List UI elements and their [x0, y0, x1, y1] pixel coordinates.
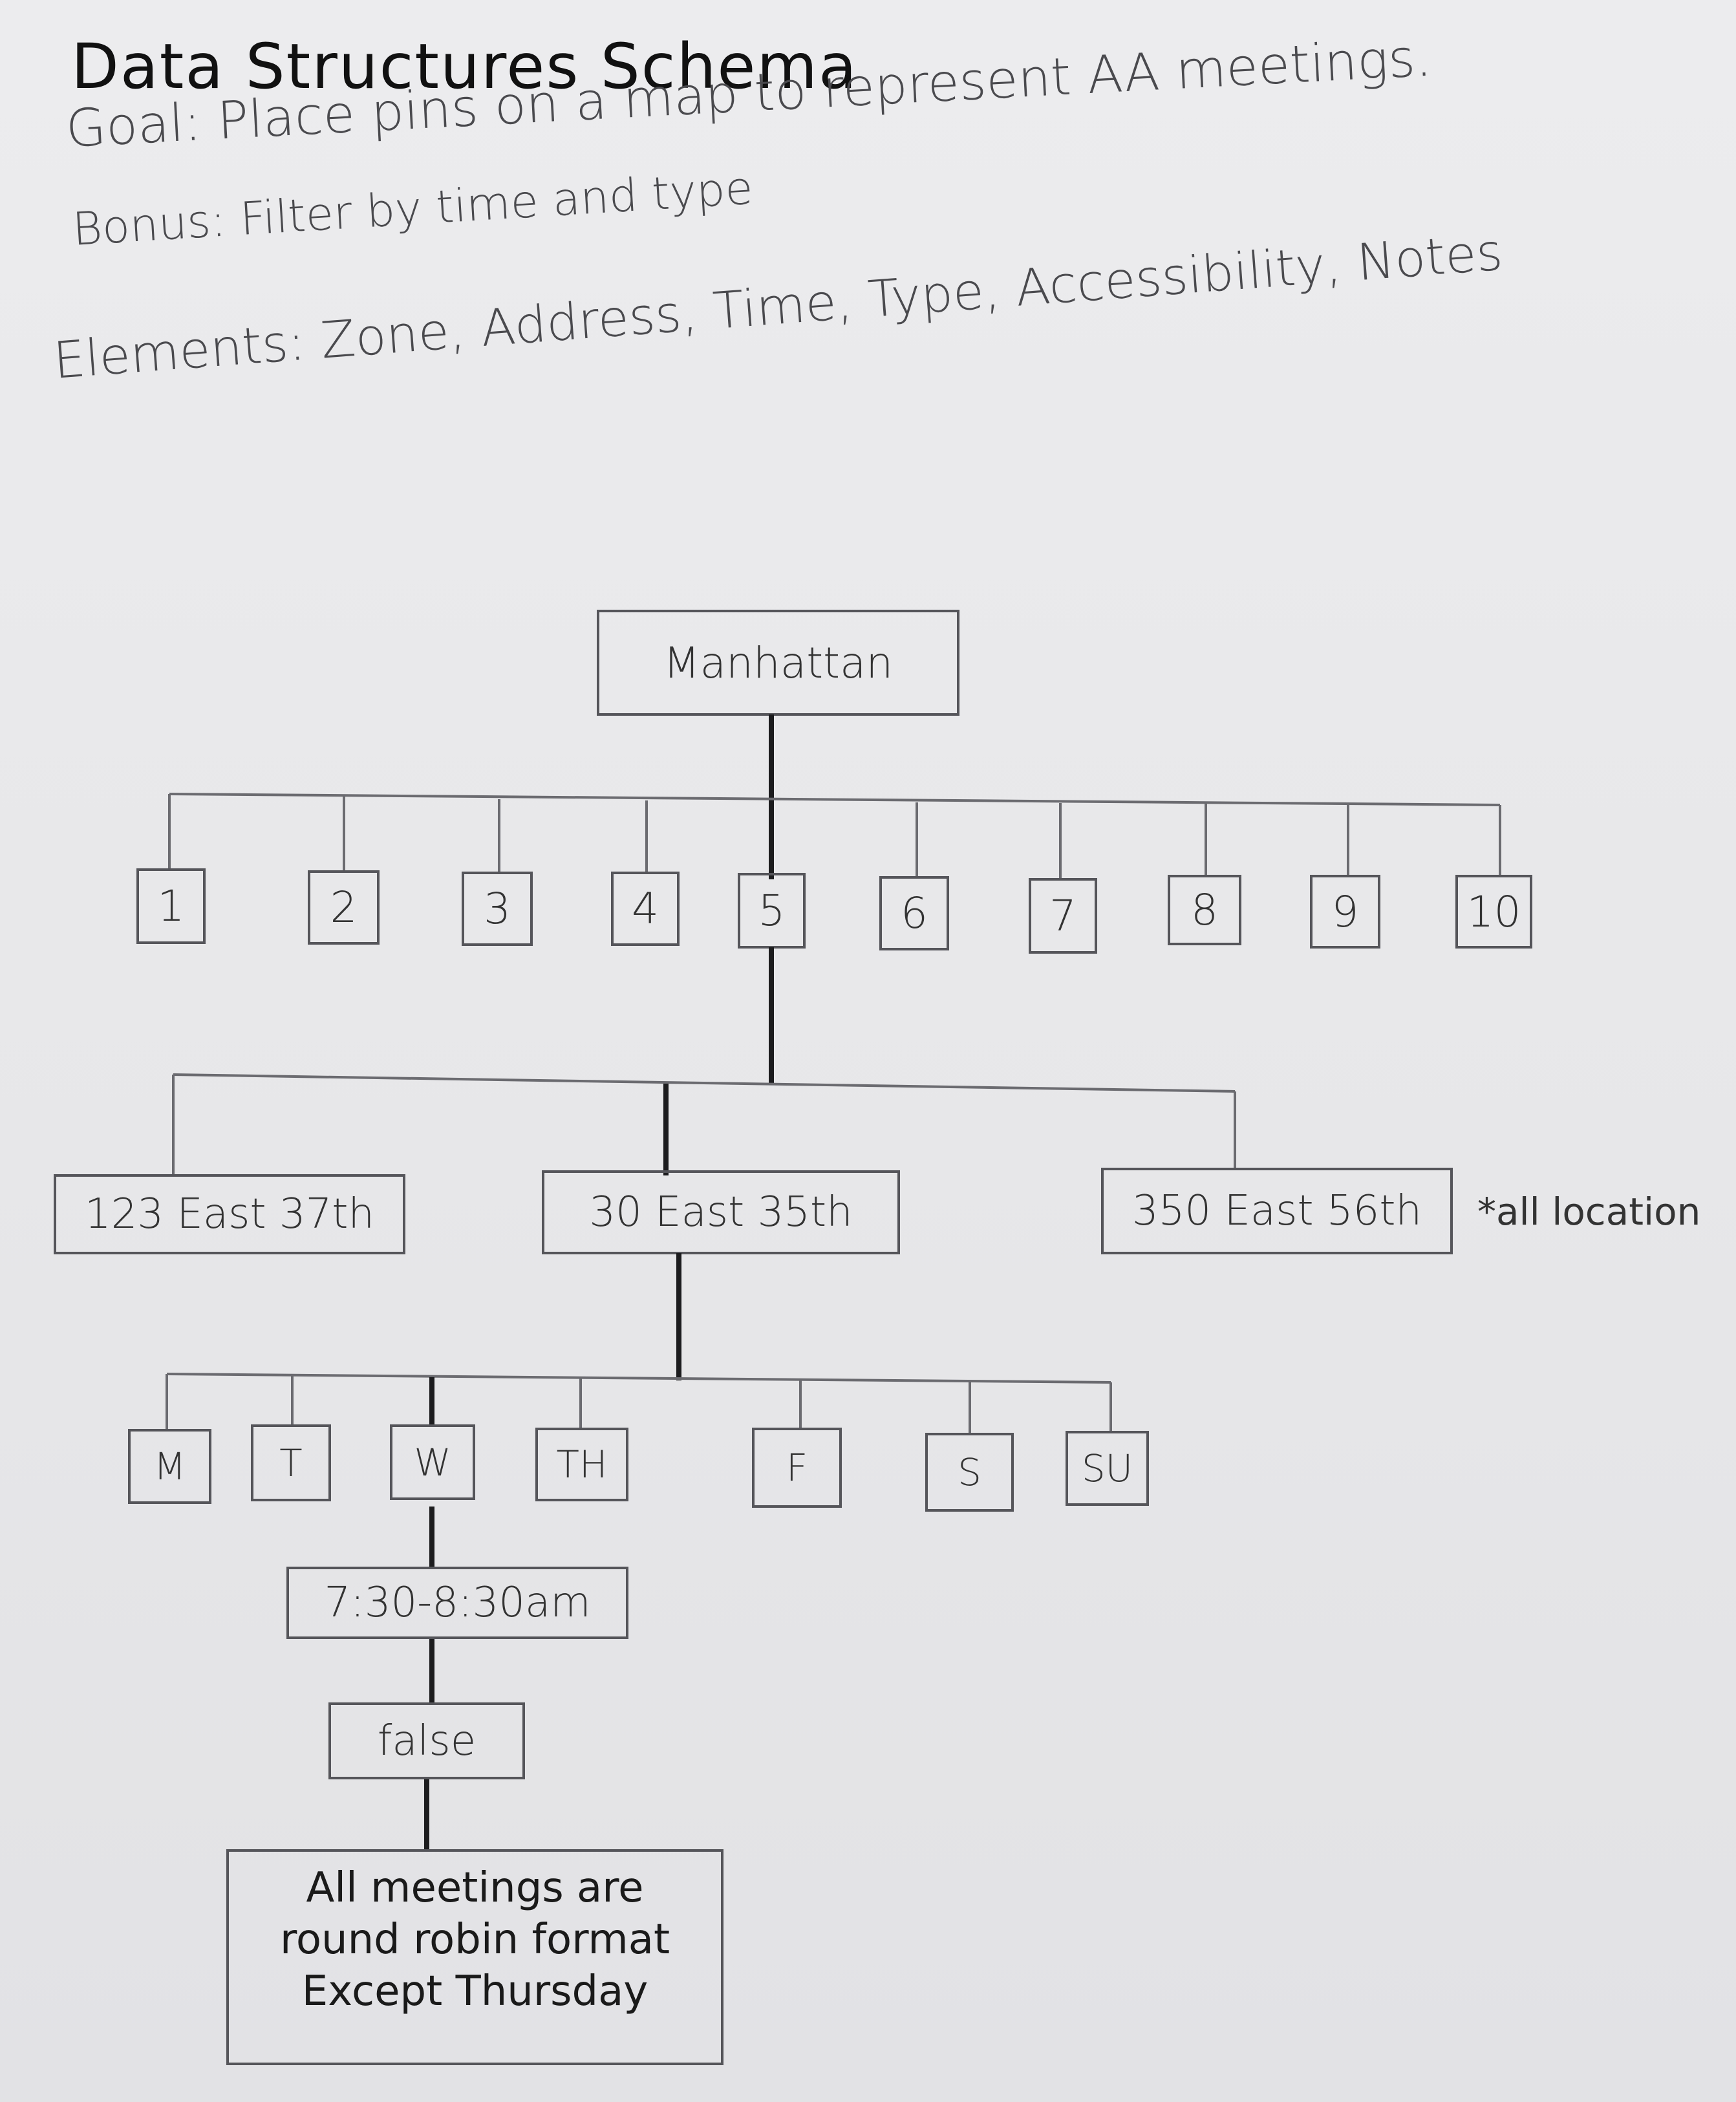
address-label-2: 30 East 35th: [589, 1188, 853, 1236]
zone-label-1: 1: [157, 881, 185, 931]
accessibility-box: [328, 1702, 525, 1779]
zone-label-7: 7: [1049, 891, 1077, 941]
notes-box: [226, 1849, 723, 2065]
zone-box-10: [1455, 875, 1532, 949]
zone-box-4: [611, 872, 680, 946]
day-label-s: S: [958, 1450, 981, 1494]
day-box-t: [251, 1424, 331, 1501]
day-label-m: M: [153, 1444, 186, 1488]
day-box-f: [752, 1428, 842, 1508]
notes-line-1: All meetings are: [306, 1864, 644, 1912]
day-label-th: TH: [556, 1442, 608, 1486]
zone-label-9: 9: [1331, 886, 1359, 937]
day-box-m: [128, 1429, 211, 1504]
notes-line-3: Except Thursday: [301, 1968, 648, 2015]
time-box: [286, 1567, 628, 1639]
address-label-3: 350 East 56th: [1131, 1187, 1422, 1235]
zone-box-1: [136, 868, 206, 944]
zone-label-3: 3: [484, 884, 511, 934]
day-label-w: W: [414, 1440, 451, 1485]
address-label-1: 123 East 37th: [84, 1190, 375, 1238]
address-box-3: [1101, 1168, 1453, 1254]
zone-box-7: [1029, 878, 1097, 954]
address-box-2: [542, 1170, 900, 1254]
zone-label-8: 8: [1191, 885, 1218, 935]
zone-box-8: [1168, 875, 1241, 945]
day-box-th: [535, 1428, 628, 1501]
root-box: [597, 610, 959, 716]
zone-label-6: 6: [901, 888, 928, 938]
zone-label-4: 4: [632, 884, 659, 934]
days-bar: [166, 1373, 1111, 1384]
day-label-su: SU: [1081, 1446, 1133, 1490]
zone-label-5: 5: [758, 886, 786, 936]
zone-box-9: [1310, 875, 1380, 949]
day-label-t: T: [279, 1441, 303, 1485]
notes-line-2: round robin format: [279, 1916, 670, 1964]
zone-label-10: 10: [1466, 886, 1521, 937]
address-bar: [173, 1073, 1236, 1093]
day-box-w: [390, 1424, 475, 1500]
root-label: Manhattan: [663, 638, 894, 688]
zone-bar: [169, 793, 1501, 806]
day-box-s: [925, 1433, 1014, 1512]
time-label: 7:30-8:30am: [324, 1579, 591, 1627]
address-footnote: *all location: [1477, 1190, 1701, 1234]
day-label-f: F: [786, 1446, 808, 1490]
zone-label-2: 2: [330, 883, 358, 932]
zone-box-6: [879, 876, 949, 950]
notes-content: All meetings are round robin format Exce…: [228, 1862, 722, 2017]
accessibility-label: false: [377, 1717, 477, 1765]
day-box-su: [1066, 1431, 1149, 1506]
address-box-1: [54, 1174, 405, 1254]
zone-box-3: [462, 872, 533, 946]
zone-box-2: [308, 870, 380, 945]
page-title: Data Structures Schema: [71, 30, 858, 103]
